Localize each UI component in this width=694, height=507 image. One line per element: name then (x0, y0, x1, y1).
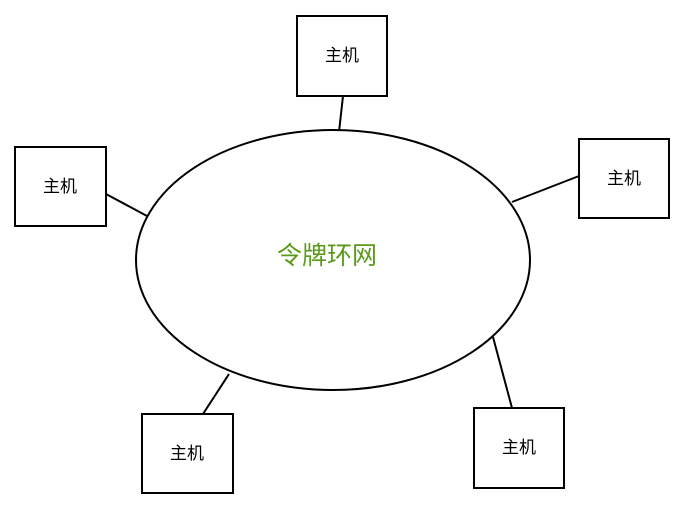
host-box (296, 15, 388, 97)
host-label: 主机 (170, 444, 204, 464)
host-box (14, 146, 107, 227)
host-left: 主机 (14, 146, 107, 227)
host-top: 主机 (296, 15, 388, 97)
token-ring (135, 129, 531, 391)
host-bottom-left: 主机 (141, 413, 234, 494)
host-label: 主机 (43, 177, 77, 197)
host-box (578, 138, 670, 219)
link-bottom-right-host (492, 336, 513, 409)
link-right-host (511, 175, 580, 203)
link-left-host (105, 193, 148, 217)
link-bottom-left-host (202, 373, 230, 415)
host-label: 主机 (502, 438, 536, 458)
host-bottom-right: 主机 (473, 407, 565, 489)
ring-label: 令牌环网 (277, 241, 377, 270)
host-right: 主机 (578, 138, 670, 219)
host-box (473, 407, 565, 489)
host-label: 主机 (607, 169, 641, 189)
host-label: 主机 (325, 46, 359, 66)
link-top-host (338, 95, 344, 133)
host-box (141, 413, 234, 494)
